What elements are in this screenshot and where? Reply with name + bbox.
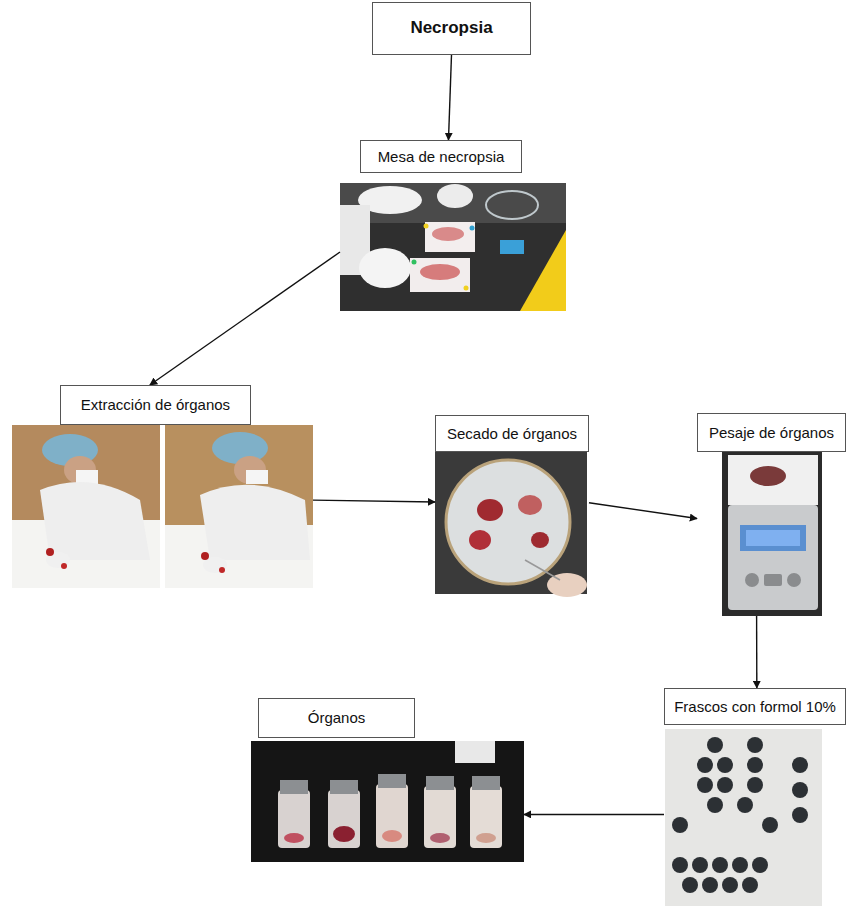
step-label: Frascos con formol 10% — [674, 698, 836, 716]
label-box: Necropsia — [372, 2, 531, 55]
title-node: Necropsia — [372, 2, 531, 55]
step-label: Mesa de necropsia — [378, 148, 505, 166]
process-step: Frascos con formol 10% — [664, 688, 846, 906]
organ-vials-photo — [251, 741, 524, 862]
flow-arrow — [589, 503, 697, 519]
label-box: Pesaje de órganos — [697, 413, 846, 452]
step-label: Secado de órganos — [447, 425, 577, 443]
flow-arrow — [524, 814, 664, 815]
flow-arrow — [756, 616, 758, 688]
organ-extraction-photo — [12, 425, 313, 588]
label-box: Extracción de órganos — [60, 385, 251, 425]
necropsy-table-photo — [340, 183, 566, 311]
step-label: Extracción de órganos — [81, 396, 230, 414]
process-step: Secado de órganos — [435, 415, 589, 594]
process-step: Pesaje de órganos — [697, 413, 846, 616]
organ-drying-photo — [435, 452, 587, 597]
label-box: Mesa de necropsia — [360, 140, 522, 173]
flow-arrow — [313, 500, 435, 502]
formalin-jars-photo — [665, 729, 822, 906]
title-text: Necropsia — [410, 18, 492, 38]
organ-weighing-photo — [722, 452, 822, 616]
process-step: Mesa de necropsia — [340, 140, 566, 311]
process-step: Extracción de órganos — [12, 385, 313, 588]
label-box: Frascos con formol 10% — [664, 688, 846, 725]
flow-arrow — [150, 252, 340, 385]
process-step: Órganos — [251, 698, 524, 862]
step-label: Órganos — [308, 709, 366, 727]
label-box: Secado de órganos — [435, 415, 589, 452]
step-label: Pesaje de órganos — [709, 424, 834, 442]
label-box: Órganos — [258, 698, 415, 738]
flow-arrow — [448, 55, 451, 140]
